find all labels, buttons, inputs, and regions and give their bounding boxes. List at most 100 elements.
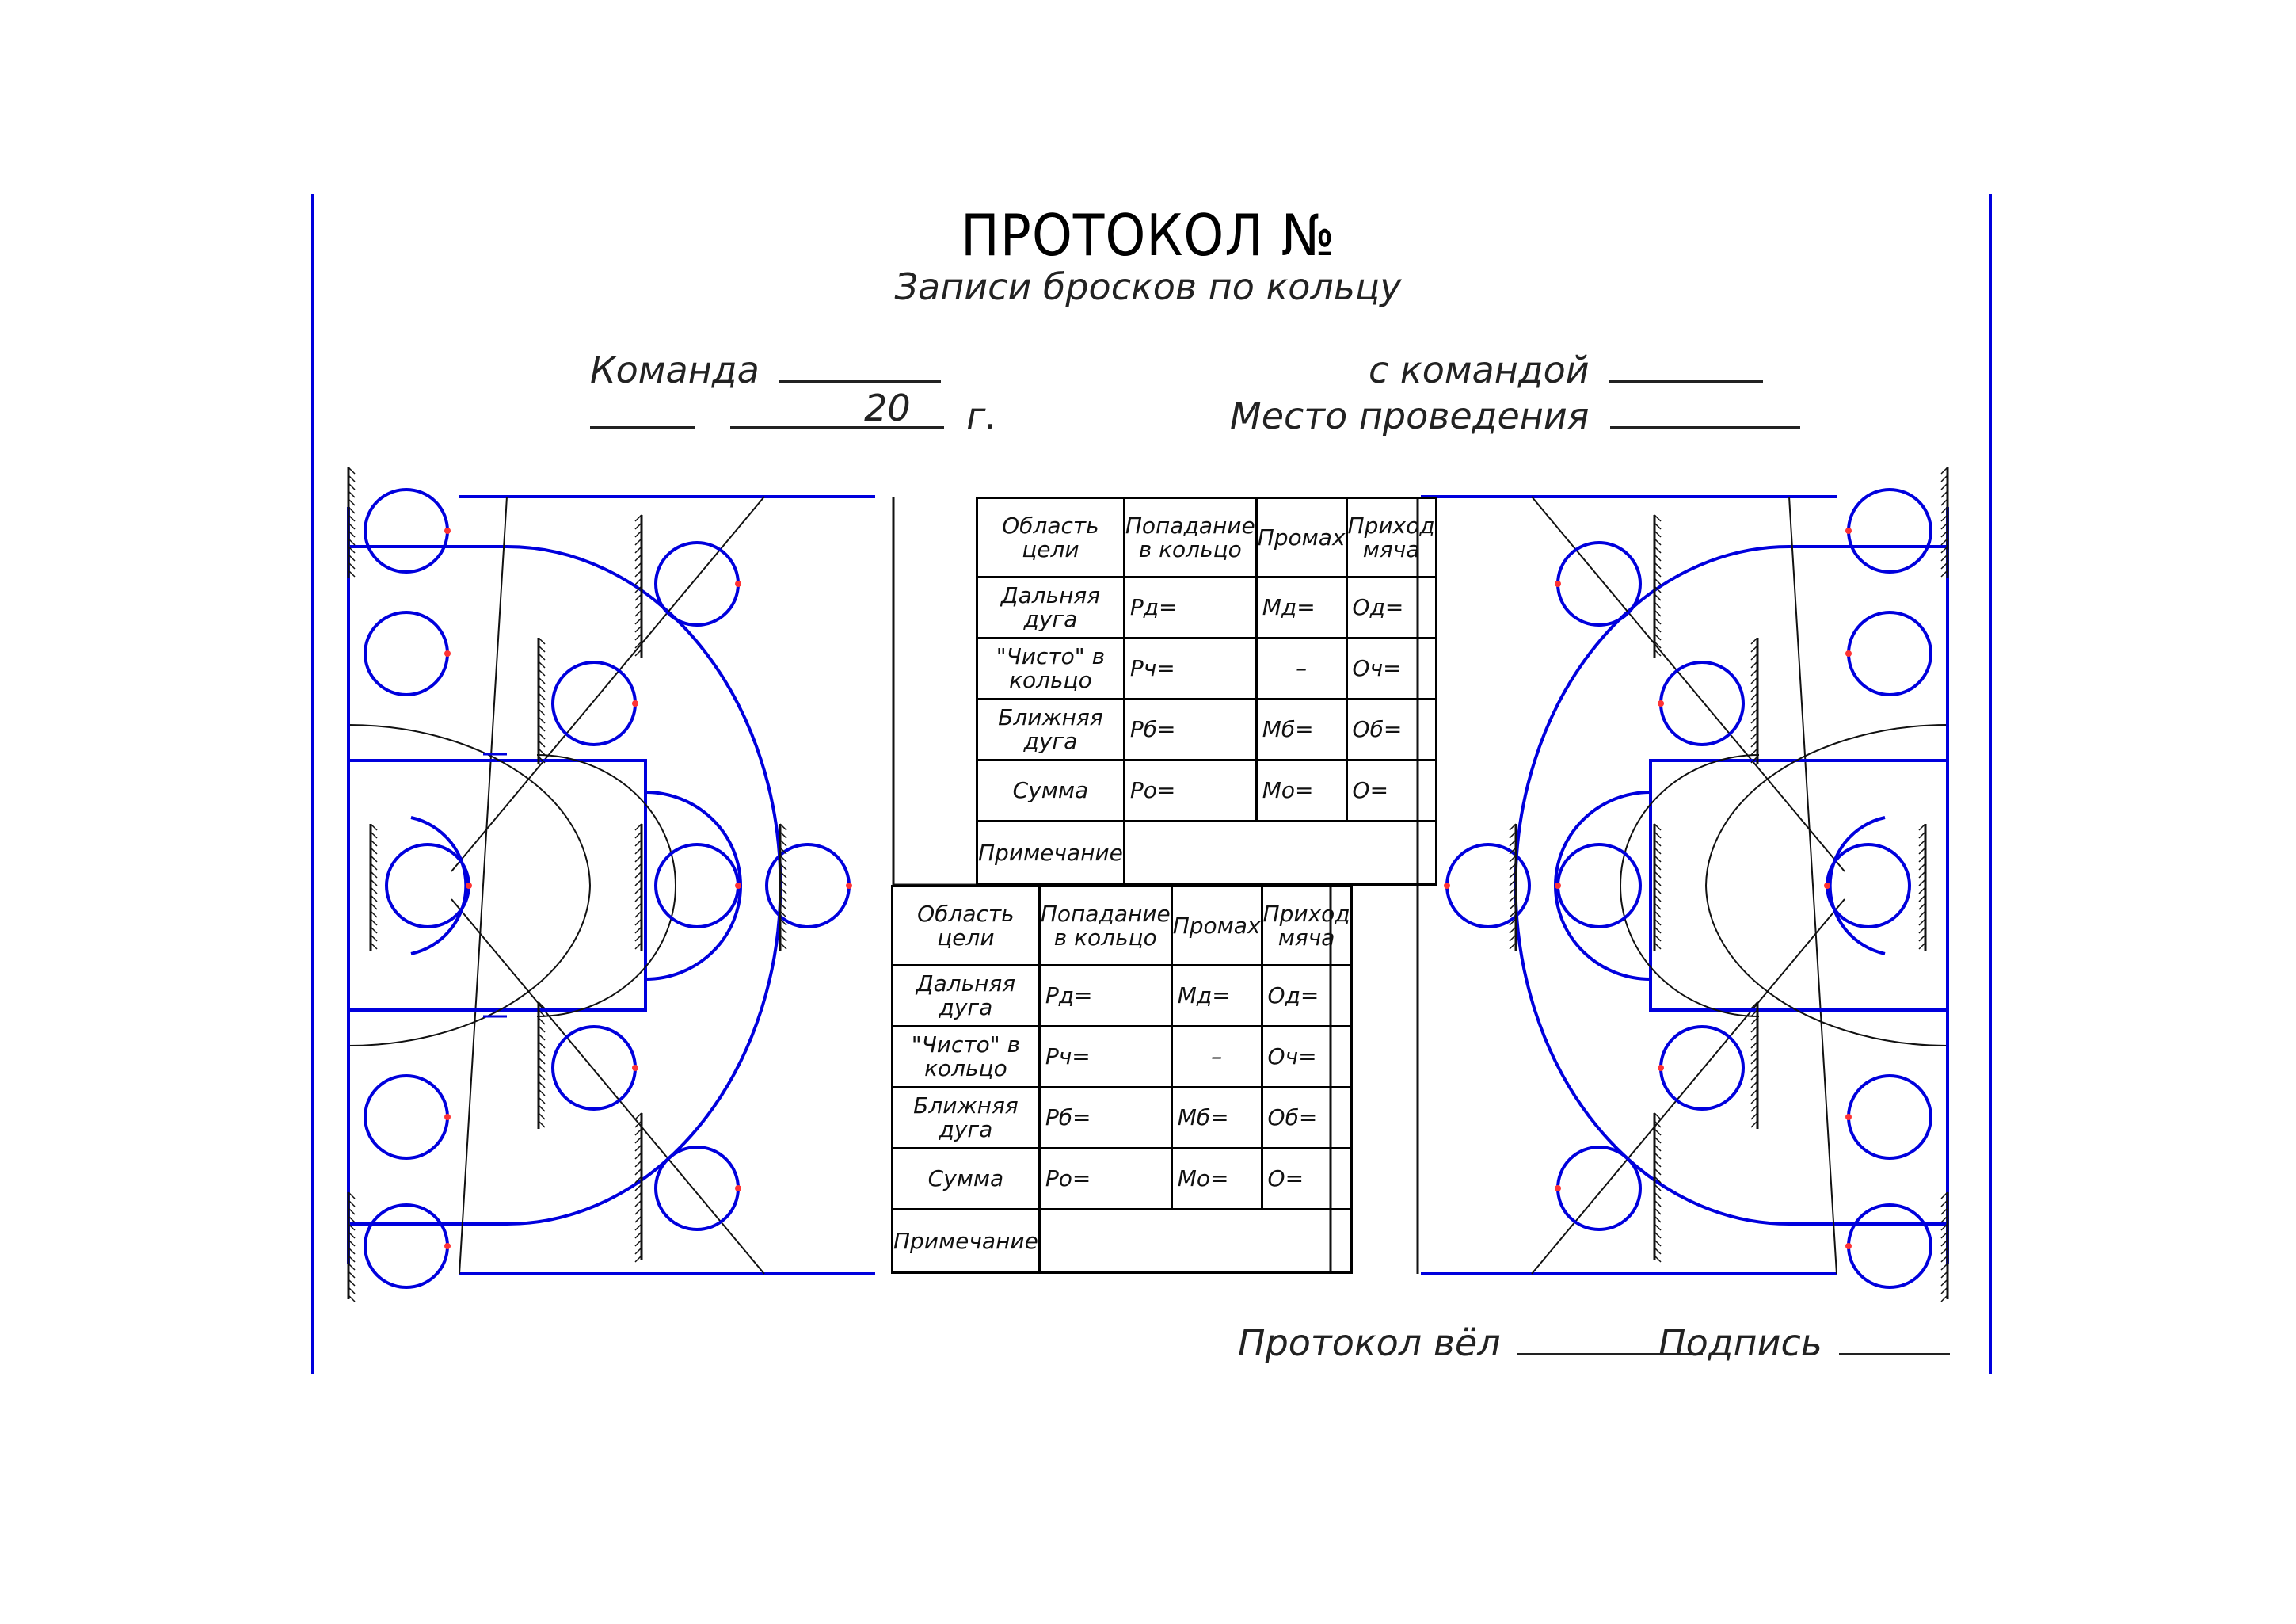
hatch-tick bbox=[348, 1191, 356, 1199]
date-month-blank[interactable]: 20 bbox=[729, 387, 944, 429]
hatch-tick bbox=[1654, 530, 1662, 538]
hatch-tick bbox=[1654, 1144, 1662, 1152]
t1-row-far-hit[interactable]: Pд= bbox=[1122, 576, 1258, 639]
hatch-tick bbox=[1750, 1049, 1758, 1057]
t2-row-sum-rebound[interactable]: O= bbox=[1260, 1147, 1353, 1210]
stats-table-1: Область цели Попадание в кольцо Промах П… bbox=[976, 497, 1437, 886]
t1-row-sum-hit[interactable]: Pо= bbox=[1122, 759, 1258, 822]
venue-blank[interactable] bbox=[1610, 395, 1801, 429]
hatch-tick bbox=[1750, 1104, 1758, 1112]
signature-label: Подпись bbox=[1658, 1321, 1822, 1364]
t1-row-sum-rebound[interactable]: O= bbox=[1345, 759, 1437, 822]
t1-row-clean-label: "Чисто" в кольцо bbox=[976, 637, 1125, 700]
t2-row-far-miss[interactable]: Mд= bbox=[1170, 964, 1263, 1027]
t2-row-clean-miss: – bbox=[1170, 1025, 1263, 1088]
hatch-tick bbox=[1750, 1001, 1758, 1009]
t1-row-near-miss[interactable]: Mб= bbox=[1255, 698, 1348, 761]
date-day-blank[interactable] bbox=[590, 395, 695, 429]
hatch-tick bbox=[1940, 1287, 1948, 1294]
basket-arc bbox=[410, 816, 468, 955]
hatch-tick bbox=[1654, 855, 1662, 863]
hatch-tick bbox=[1654, 554, 1662, 562]
t2-row-near-miss[interactable]: Mб= bbox=[1170, 1086, 1263, 1149]
t1-row-far-miss[interactable]: Mд= bbox=[1255, 576, 1348, 639]
player-position-circle bbox=[364, 611, 449, 696]
t2-row-far-rebound[interactable]: Oд= bbox=[1260, 964, 1353, 1027]
t2-row-clean-hit[interactable]: Pч= bbox=[1038, 1025, 1173, 1088]
t2-row-near-hit[interactable]: Pб= bbox=[1038, 1086, 1173, 1149]
team-blank[interactable] bbox=[779, 349, 942, 383]
position-marker bbox=[444, 1114, 451, 1120]
hatch-tick bbox=[634, 847, 642, 855]
hatch-tick bbox=[634, 879, 642, 886]
stats-table-2: Область цели Попадание в кольцо Промах П… bbox=[891, 885, 1353, 1274]
hatch-tick bbox=[634, 554, 642, 562]
player-position-circle bbox=[551, 1025, 637, 1111]
t2-row-near-rebound[interactable]: Oб= bbox=[1260, 1086, 1353, 1149]
hatch-tick bbox=[634, 1247, 642, 1255]
hatch-tick bbox=[779, 926, 787, 934]
hatch-tick bbox=[1654, 1247, 1662, 1255]
venue-field[interactable]: Место проведения bbox=[1230, 395, 1801, 437]
hatch-tick bbox=[779, 894, 787, 902]
signature-blank[interactable] bbox=[1838, 1321, 1950, 1355]
t1-row-clean-rebound[interactable]: Oч= bbox=[1345, 637, 1437, 700]
t1-row-far-rebound[interactable]: Oд= bbox=[1345, 576, 1437, 639]
kept-by-field[interactable]: Протокол вёл bbox=[1238, 1321, 1704, 1364]
position-marker bbox=[1845, 1243, 1852, 1249]
t1-row-sum-miss[interactable]: Mо= bbox=[1255, 759, 1348, 822]
hatch-tick bbox=[538, 740, 546, 748]
t1-header-area: Область цели bbox=[976, 497, 1125, 578]
hatch-tick bbox=[1654, 902, 1662, 910]
player-position-circle bbox=[385, 843, 470, 928]
t2-note-field[interactable] bbox=[1038, 1208, 1353, 1274]
hatch-tick bbox=[1750, 1081, 1758, 1088]
hatch-tick bbox=[1654, 1215, 1662, 1223]
t2-row-far-hit[interactable]: Pд= bbox=[1038, 964, 1173, 1027]
vs-team-blank[interactable] bbox=[1609, 349, 1764, 383]
t2-row-sum-hit[interactable]: Pо= bbox=[1038, 1147, 1173, 1210]
date-field[interactable]: 20 г. bbox=[590, 387, 997, 437]
t1-row-near-label: Ближняя дуга bbox=[976, 698, 1125, 761]
hatch-tick bbox=[1509, 831, 1517, 839]
hatch-tick bbox=[348, 1223, 356, 1231]
t2-row-sum-miss[interactable]: Mо= bbox=[1170, 1147, 1263, 1210]
hatch-tick bbox=[634, 894, 642, 902]
hatch-tick bbox=[1654, 831, 1662, 839]
team-field[interactable]: Команда bbox=[590, 349, 942, 391]
hatch-tick bbox=[1750, 1057, 1758, 1065]
hatch-tick bbox=[1509, 942, 1517, 950]
hatch-tick bbox=[1750, 653, 1758, 661]
hatch-tick bbox=[1940, 522, 1948, 530]
hatch-tick bbox=[1750, 740, 1758, 748]
hatch-tick bbox=[1654, 538, 1662, 546]
t1-row-near-rebound[interactable]: Oб= bbox=[1345, 698, 1437, 761]
hatch-tick bbox=[1654, 633, 1662, 641]
hatch-tick bbox=[1509, 902, 1517, 910]
hatch-tick bbox=[370, 918, 378, 926]
hatch-tick bbox=[634, 910, 642, 918]
t1-row-near-hit[interactable]: Pб= bbox=[1122, 698, 1258, 761]
kept-by-blank[interactable] bbox=[1517, 1321, 1704, 1355]
hatch-tick bbox=[634, 1144, 642, 1152]
hatch-tick bbox=[370, 863, 378, 871]
t2-note-label: Примечание bbox=[891, 1208, 1041, 1274]
hatch-tick bbox=[1750, 1065, 1758, 1073]
hatch-tick bbox=[1918, 879, 1926, 886]
hatch-tick bbox=[1654, 1223, 1662, 1231]
hatch-tick bbox=[1509, 847, 1517, 855]
vs-team-field[interactable]: с командой bbox=[1369, 349, 1764, 391]
hatch-tick bbox=[1750, 684, 1758, 692]
hatch-tick bbox=[1654, 894, 1662, 902]
hatch-tick bbox=[634, 585, 642, 593]
hatch-tick bbox=[348, 1279, 356, 1287]
hatch-tick bbox=[634, 530, 642, 538]
signature-field[interactable]: Подпись bbox=[1658, 1321, 1950, 1364]
hatch-tick bbox=[1750, 1025, 1758, 1033]
t1-note-field[interactable] bbox=[1122, 820, 1437, 886]
t2-row-clean-rebound[interactable]: Oч= bbox=[1260, 1025, 1353, 1088]
t1-row-clean-hit[interactable]: Pч= bbox=[1122, 637, 1258, 700]
hatch-tick bbox=[1940, 1263, 1948, 1271]
hatch-tick bbox=[634, 570, 642, 578]
hatch-tick bbox=[1654, 918, 1662, 926]
